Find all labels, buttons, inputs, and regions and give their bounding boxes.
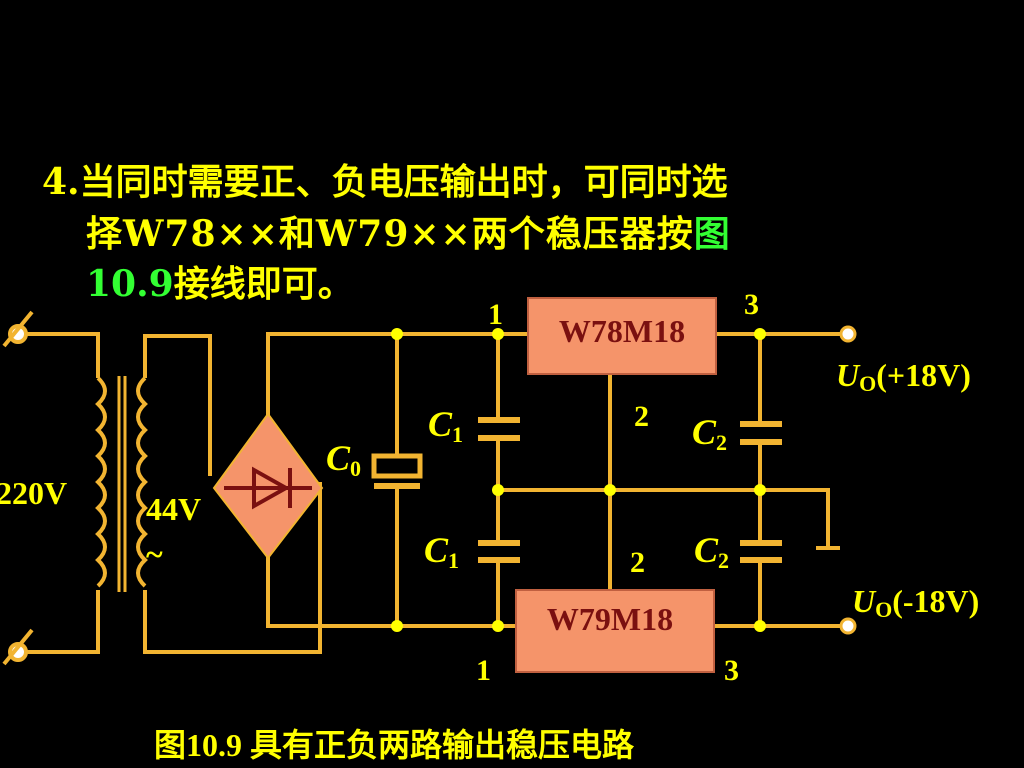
output-terminal-positive [839,325,857,343]
paragraph-line-2: 择W78××和W79××两个稳压器按图 [86,210,731,258]
c0-label: C0 [326,438,361,481]
paragraph-text-3: 接线即可。 [173,263,354,305]
pin-3-positive: 3 [744,288,759,321]
bridge-rectifier [212,412,324,560]
paragraph-line-1: 4.当同时需要正、负电压输出时，可同时选 [42,158,728,206]
figure-number-link[interactable]: 10.9 [86,263,174,305]
capacitor-c2-bottom [740,540,782,563]
paragraph-text-1: 4.当同时需要正、负电压输出时，可同时选 [42,161,728,203]
regulator-negative: W79M18 [515,589,715,673]
capacitor-c2-top [740,421,782,445]
junction-dots [391,328,766,632]
capacitor-c1-top [478,417,520,441]
regulator-negative-label: W79M18 [547,601,673,637]
c1-bottom-label: C1 [424,530,459,573]
figure-caption: 图10.9 具有正负两路输出稳压电路 [154,727,635,763]
transformer [95,376,148,592]
output-terminal-negative [839,617,857,635]
c1-top-label: C1 [428,404,463,447]
figure-reference-link[interactable]: 图 [693,213,731,255]
input-voltage-label: 220V [0,475,67,511]
c2-top-label: C2 [692,412,727,455]
pin-2-negative: 2 [630,546,645,579]
capacitor-c0 [371,453,423,489]
pin-1-negative: 1 [476,654,491,687]
pin-1-positive: 1 [488,298,503,331]
c2-bottom-label: C2 [694,530,729,573]
input-terminals [2,310,34,666]
pin-3-negative: 3 [724,654,739,687]
paragraph-line-3: 10.9接线即可。 [86,260,354,308]
secondary-voltage-label: 44V [146,491,201,527]
paragraph-text-2: 择W78××和W79××两个稳压器按 [86,213,694,255]
regulator-positive: W78M18 [527,297,717,375]
capacitor-c1-bottom [478,540,520,563]
regulator-positive-label: W78M18 [559,313,685,349]
output-negative-label: UO(-18V) [852,583,979,622]
output-positive-label: UO(+18V) [836,357,971,396]
ac-symbol-label: ~ [146,536,163,572]
pin-2-positive: 2 [634,400,649,433]
